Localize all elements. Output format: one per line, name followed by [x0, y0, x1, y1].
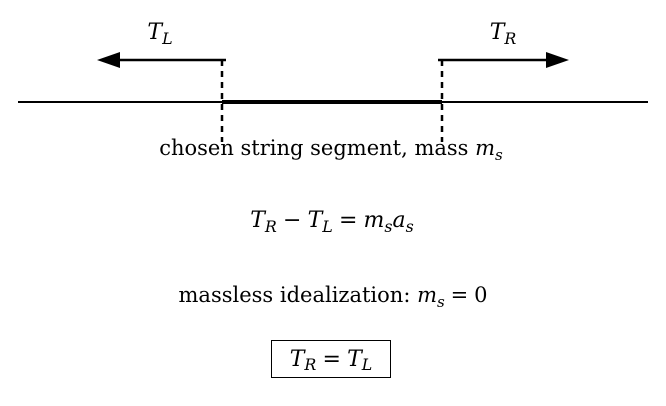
left-tension-label: TL: [147, 20, 173, 49]
result-tension-right-symbol: T: [289, 346, 305, 372]
segment-caption-text: chosen string segment, mass: [159, 136, 476, 160]
newton-equation: TR−TL=msas: [250, 208, 414, 237]
result-tension-right-subscript: R: [304, 354, 317, 374]
eq-minus-sign: −: [282, 208, 302, 233]
massless-idealization: massless idealization: ms =0: [178, 283, 488, 311]
massless-text: massless idealization:: [178, 283, 418, 307]
left-tension-subscript: L: [162, 29, 173, 49]
left-tension-arrowhead: [97, 52, 120, 68]
right-tension-label: TR: [489, 20, 517, 49]
massless-mass-symbol: m: [417, 283, 437, 307]
massless-mass-subscript: s: [436, 292, 445, 311]
segment-mass-symbol: m: [475, 136, 496, 160]
result-tension-left-symbol: T: [347, 346, 362, 372]
eq-mass-symbol: m: [363, 208, 385, 233]
segment-caption: chosen string segment, mass ms: [159, 136, 503, 164]
right-tension-symbol: T: [489, 20, 505, 45]
massless-equals-sign: =: [450, 283, 469, 307]
result-equals-sign: =: [322, 346, 341, 372]
massless-zero-value: 0: [474, 283, 488, 307]
eq-tension-left-symbol: T: [307, 208, 323, 233]
eq-tension-left-subscript: L: [322, 217, 333, 237]
eq-tension-right-subscript: R: [264, 217, 277, 237]
eq-mass-subscript: s: [384, 217, 393, 237]
right-tension-subscript: R: [504, 29, 517, 49]
eq-equals-sign: =: [338, 208, 358, 233]
right-tension-arrowhead: [546, 52, 569, 68]
eq-tension-right-symbol: T: [250, 208, 265, 233]
result-tension-left-subscript: L: [361, 354, 373, 374]
segment-mass-subscript: s: [495, 145, 503, 164]
left-tension-symbol: T: [147, 20, 163, 45]
eq-acceleration-symbol: a: [392, 208, 406, 233]
eq-acceleration-subscript: s: [405, 217, 414, 237]
